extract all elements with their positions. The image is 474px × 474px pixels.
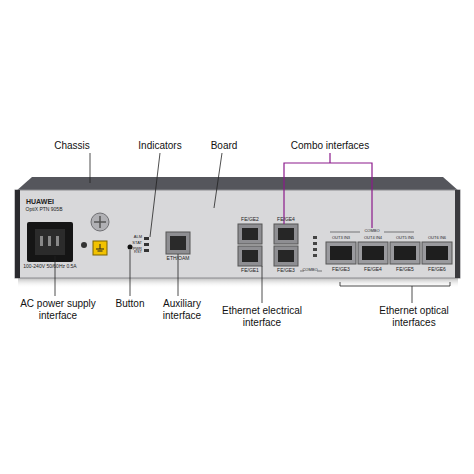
ac-pin xyxy=(40,236,43,246)
screw-slot xyxy=(99,216,101,228)
port-print: ETH/OAM xyxy=(167,256,190,262)
combo-mark xyxy=(330,232,360,233)
rating-print: 100-240V 50/60Hz 0.5A xyxy=(23,264,76,270)
ground-symbol xyxy=(93,241,107,255)
front-panel xyxy=(15,190,460,278)
port-print: FE/GE4 xyxy=(277,217,295,223)
ac-pin xyxy=(56,236,59,246)
ac-inlet-socket xyxy=(35,229,65,255)
rj45-socket xyxy=(170,236,186,250)
combo-mark xyxy=(317,271,322,272)
panel-edge xyxy=(15,190,20,278)
rj45-port xyxy=(166,232,190,254)
callout-label: Chassis xyxy=(54,140,90,152)
port-print: FE/GE3 xyxy=(332,267,350,273)
ac-inlet xyxy=(27,222,73,262)
model-print: OptiX PTN 905B xyxy=(26,207,63,213)
callout-label: Board xyxy=(211,140,238,152)
sfp-cage xyxy=(326,242,452,264)
port-print: OUT5 IN5 xyxy=(396,236,414,241)
hole xyxy=(81,242,87,248)
port-print: OUT4 IN4 xyxy=(364,236,382,241)
callout-label: Button xyxy=(116,298,145,310)
button-print: RST xyxy=(134,250,142,255)
leader-line xyxy=(55,153,450,303)
port-print: FE/GE6 xyxy=(428,267,446,273)
port-print: FE/GE3 xyxy=(277,268,295,274)
led xyxy=(313,236,317,257)
port-print: FE/GE1 xyxy=(241,268,259,274)
screw xyxy=(91,213,109,231)
callout-label: Indicators xyxy=(138,140,181,152)
combo-print: COMBO xyxy=(364,229,379,234)
port-print: OUT3 IN3 xyxy=(332,236,350,241)
callout-label: Auxiliary interface xyxy=(150,298,214,321)
brand-print: HUAWEI xyxy=(26,198,54,206)
device-shadow xyxy=(18,278,458,288)
led xyxy=(144,249,149,252)
led xyxy=(144,243,149,246)
rj45-socket xyxy=(242,228,294,262)
port-print: FE/GE4 xyxy=(364,267,382,273)
combo-bracket xyxy=(284,153,372,228)
ground-symbol xyxy=(98,251,103,252)
rj45-port xyxy=(238,224,298,266)
ground-symbol xyxy=(96,249,104,250)
callout-label: Ethernet electrical interface xyxy=(212,305,312,328)
reset-button xyxy=(128,245,133,250)
sfp-slot xyxy=(330,246,448,260)
callout-label: Ethernet optical interfaces xyxy=(369,305,459,328)
port-print: OUT6 IN6 xyxy=(428,236,446,241)
combo-mark xyxy=(384,232,414,233)
led xyxy=(144,237,149,240)
combo-print: COMBO xyxy=(302,268,317,273)
callout-label: Combo interfaces xyxy=(291,140,369,152)
panel-edge xyxy=(455,190,460,278)
ac-pin xyxy=(48,236,51,246)
port-print: FE/GE2 xyxy=(241,217,259,223)
port-print: FE/GE5 xyxy=(396,267,414,273)
indicator-print: STAT xyxy=(132,241,142,246)
callout-label: AC power supply interface xyxy=(15,298,101,321)
ground-symbol xyxy=(100,244,101,249)
indicator-print: ALM xyxy=(134,235,142,240)
